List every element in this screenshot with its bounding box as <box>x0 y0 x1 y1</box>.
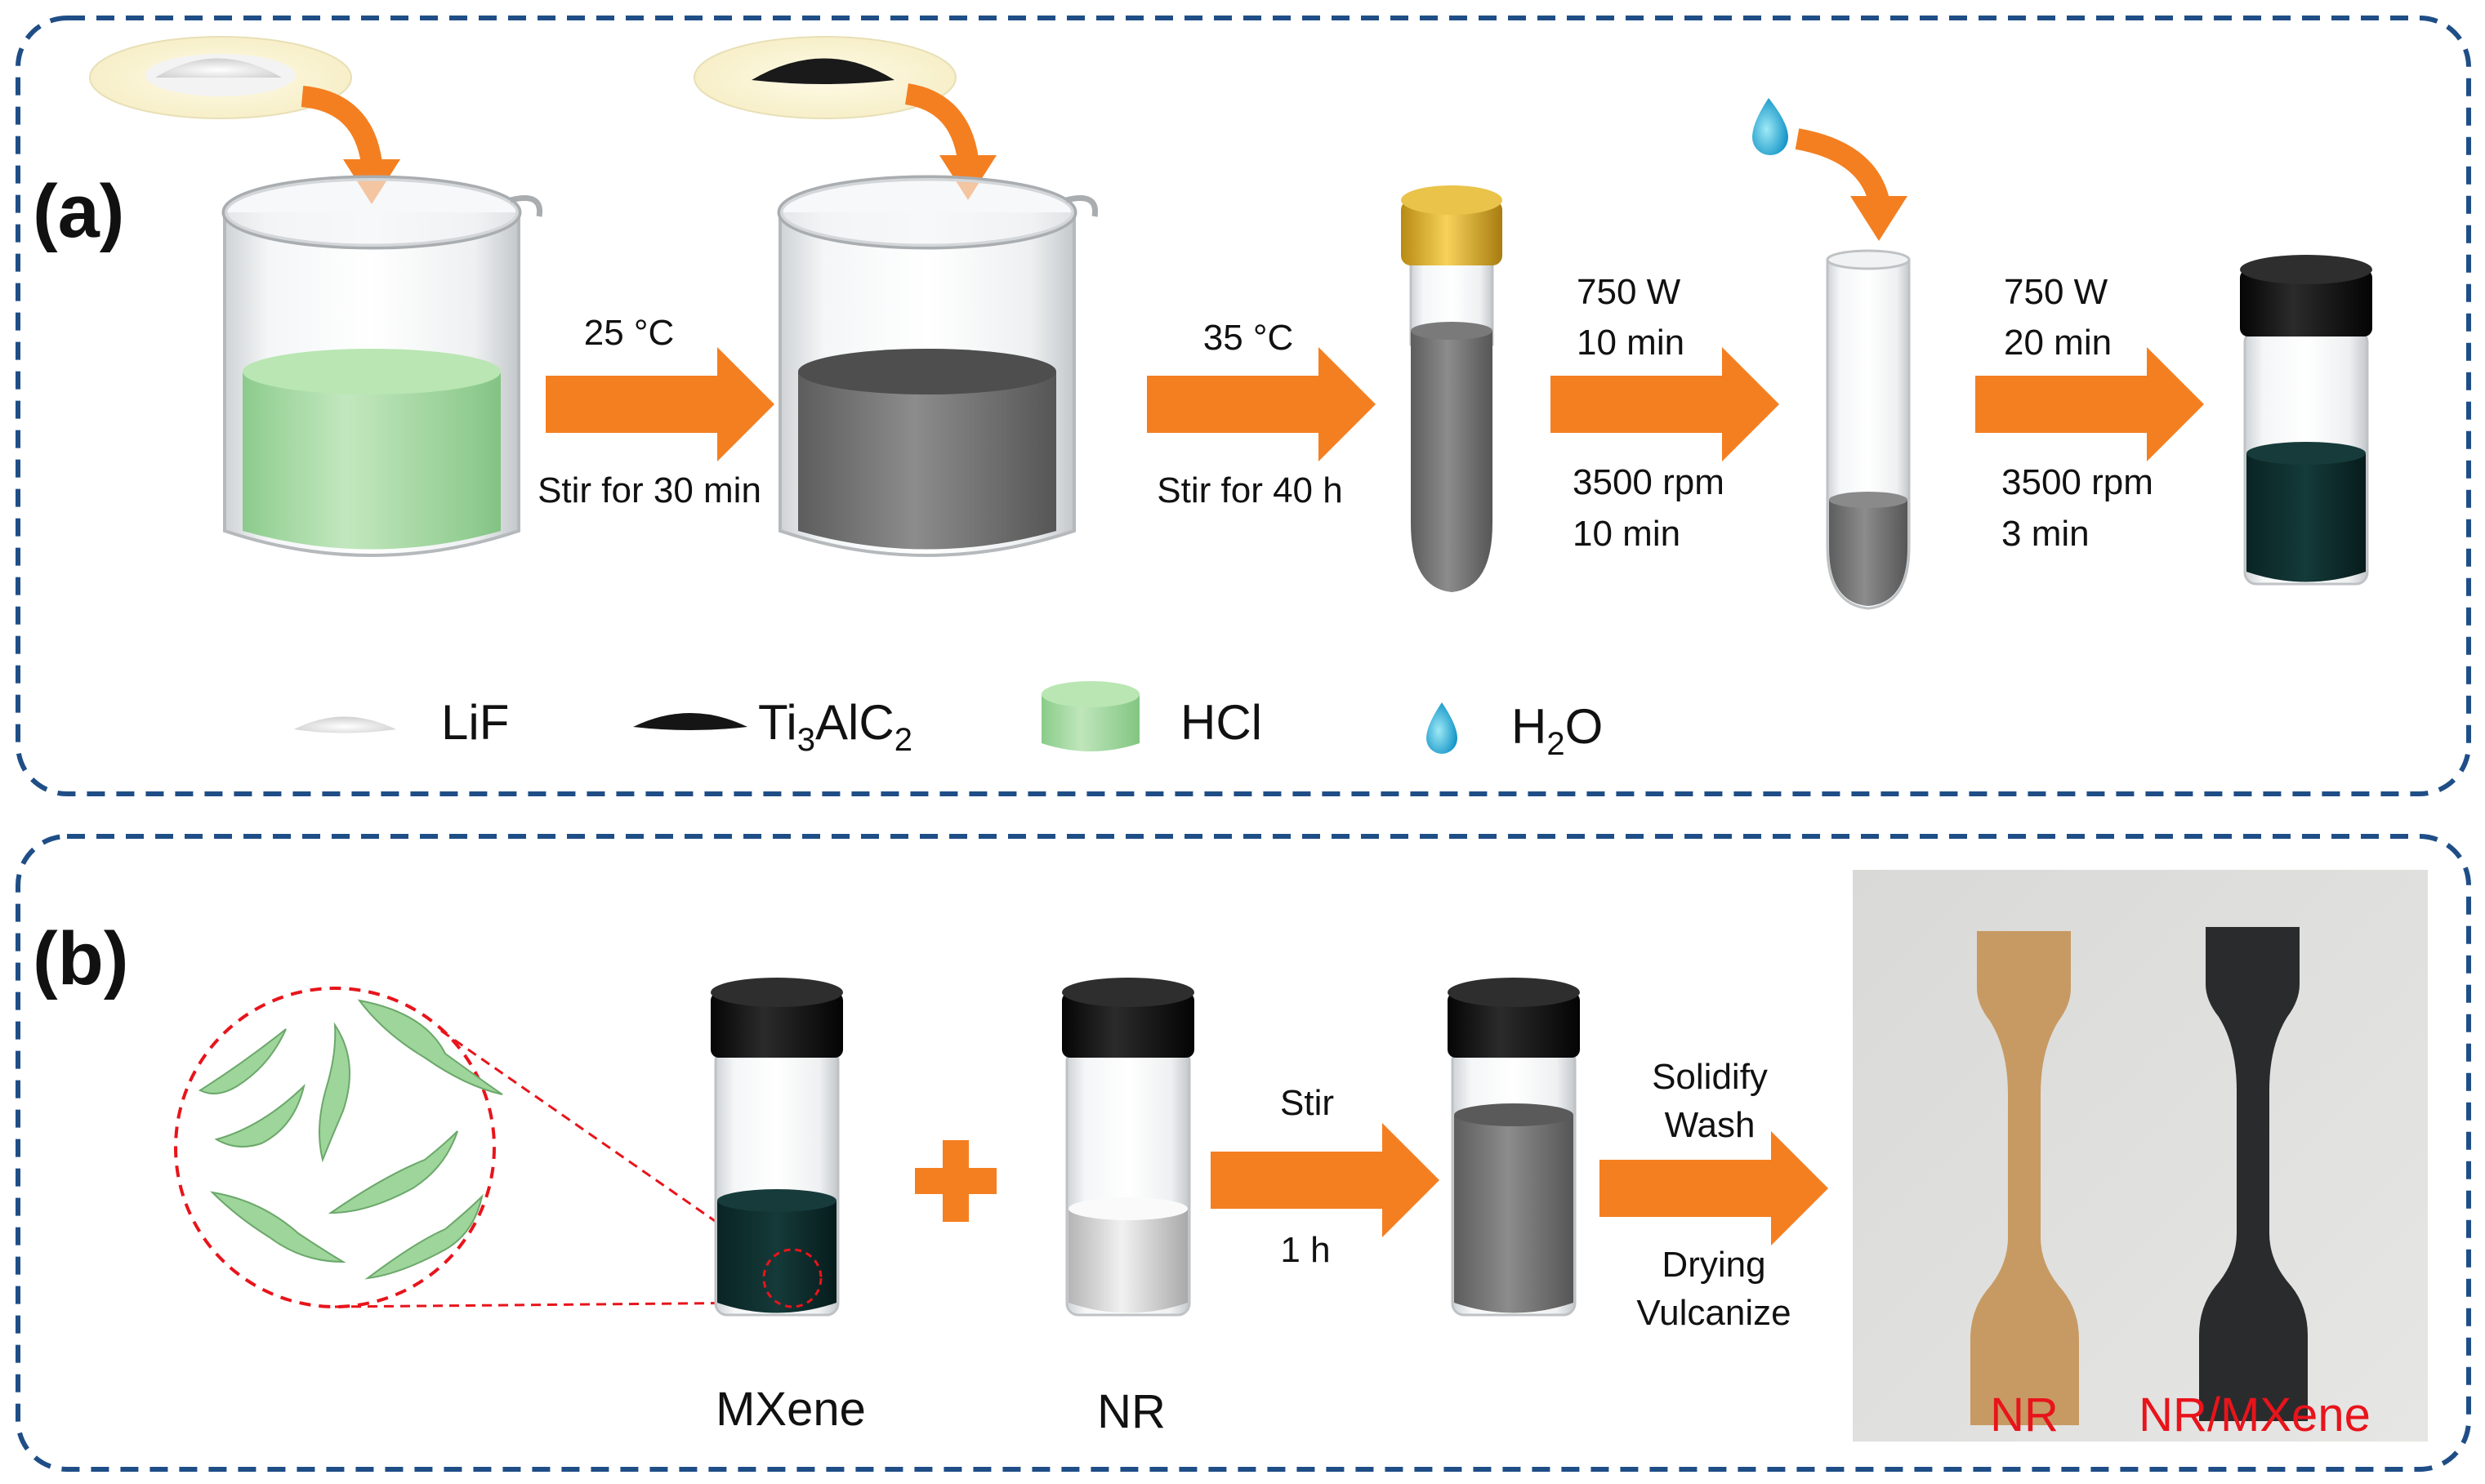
stir-time: 1 h <box>1280 1230 1330 1270</box>
arrow-step2 <box>1147 347 1376 461</box>
legend-hcl: HCl <box>1042 681 1262 751</box>
panel-a-letter: (a) <box>33 170 124 253</box>
step3-speed: 3500 rpm <box>1573 462 1724 502</box>
centrifuge-tube-capped <box>1401 185 1502 592</box>
zoom-line-bottom <box>334 1301 769 1308</box>
photo-label-nr: NR <box>1990 1388 2059 1442</box>
step4-speed: 3500 rpm <box>2001 462 2153 502</box>
panel-b-frame <box>16 834 2471 1472</box>
arrow-step4 <box>1975 347 2204 461</box>
process-solidify: Solidify <box>1652 1057 1768 1097</box>
process-wash: Wash <box>1665 1105 1756 1145</box>
plus-icon <box>915 1140 997 1222</box>
step4-centrifuge-time: 3 min <box>2001 514 2090 554</box>
step1-temperature: 25 °C <box>584 313 675 353</box>
step3-power: 750 W <box>1577 272 1681 312</box>
svg-text:HCl: HCl <box>1180 695 1262 750</box>
vial-mxene-dispersion <box>2240 255 2372 586</box>
step4-sonication-time: 20 min <box>2004 323 2112 363</box>
zoom-line-top <box>440 1029 769 1259</box>
legend-ti3alc2: Ti3AlC2 <box>633 695 912 758</box>
specimen-photo: NR NR/MXene <box>1853 870 2428 1442</box>
nr-mxene-dumbbell-specimen <box>2199 927 2308 1421</box>
water-drop-icon <box>1752 98 1788 155</box>
svg-text:LiF: LiF <box>441 695 509 750</box>
legend-h2o: H2O <box>1426 699 1603 762</box>
mxene-flakes-magnified <box>174 987 503 1308</box>
stir-label: Stir <box>1280 1083 1334 1123</box>
mxene-label: MXene <box>716 1383 866 1436</box>
process-vulcanize: Vulcanize <box>1636 1293 1791 1333</box>
step3-centrifuge-time: 10 min <box>1573 514 1680 554</box>
beaker-mixture <box>777 175 1099 557</box>
step3-sonication-time: 10 min <box>1577 323 1684 363</box>
step1-stir-time: Stir for 30 min <box>538 470 761 510</box>
process-drying: Drying <box>1662 1245 1765 1285</box>
svg-text:Ti3AlC2: Ti3AlC2 <box>758 695 912 758</box>
beaker-hcl <box>221 175 543 557</box>
arrow-stir <box>1211 1123 1439 1237</box>
arrow-processing <box>1599 1131 1828 1246</box>
photo-label-nr-mxene: NR/MXene <box>2139 1388 2371 1442</box>
vial-nr-mxene-mixture <box>1448 978 1580 1317</box>
legend-lif: LiF <box>294 695 509 750</box>
step2-stir-time: Stir for 40 h <box>1157 470 1342 510</box>
centrifuge-tube-open <box>1826 249 1911 610</box>
lif-powder-plate <box>89 36 352 119</box>
step2-temperature: 35 °C <box>1203 318 1294 358</box>
svg-text:H2O: H2O <box>1511 699 1603 762</box>
nr-label: NR <box>1097 1385 1166 1438</box>
panel-b-letter: (b) <box>33 917 128 1000</box>
nr-dumbbell-specimen <box>1970 931 2079 1425</box>
step4-power: 750 W <box>2004 272 2108 312</box>
vial-nr-latex <box>1062 978 1194 1317</box>
vial-mxene <box>711 978 843 1317</box>
arrow-step1 <box>546 347 774 461</box>
curved-arrow-water <box>1795 128 1907 241</box>
ti3alc2-powder-plate <box>694 36 957 119</box>
panel-a-frame <box>16 16 2471 796</box>
arrow-step3 <box>1550 347 1779 461</box>
